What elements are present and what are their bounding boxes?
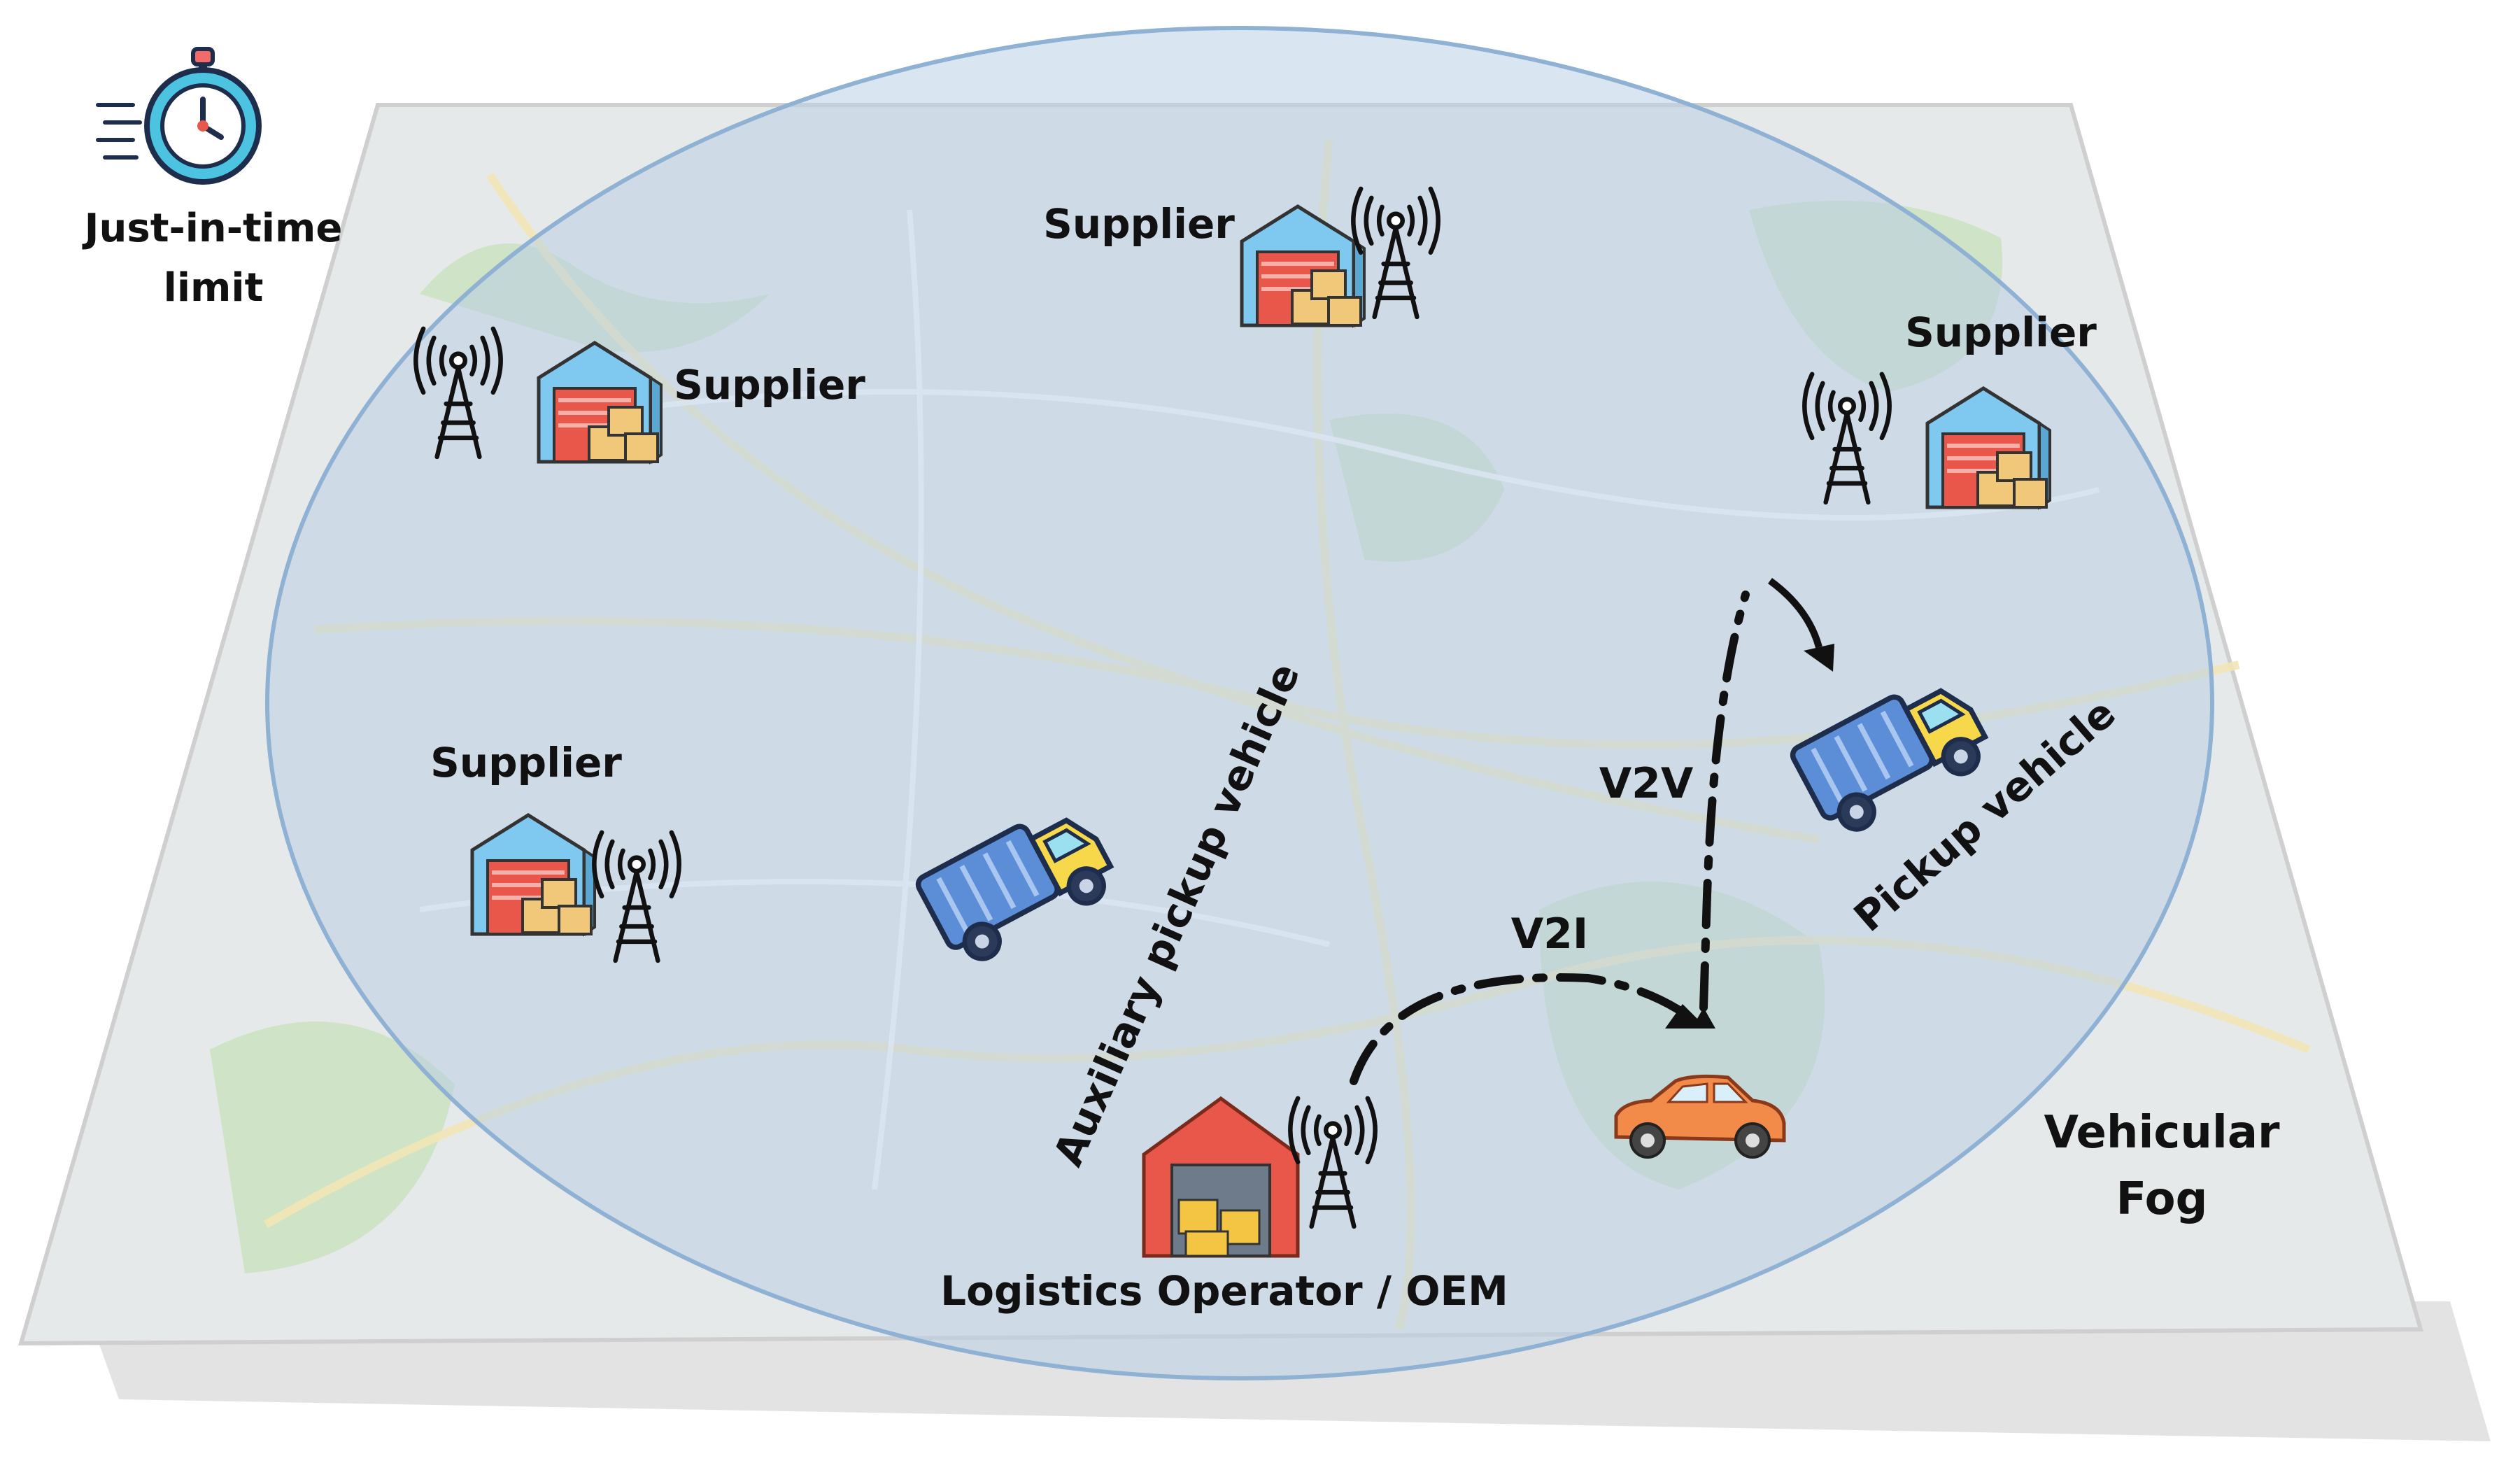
- car-icon: [1614, 1074, 1786, 1159]
- warehouse-icon: [1142, 1096, 1300, 1258]
- vehicular-fog-bubble: [265, 26, 2214, 1380]
- supplier-label: Supplier: [1043, 200, 1235, 248]
- fog-label-line2: Fog: [2116, 1173, 2208, 1225]
- supplier-label: Supplier: [1905, 309, 2097, 356]
- supplier-label: Supplier: [430, 739, 622, 786]
- timer-label-line2: limit: [164, 265, 264, 311]
- operator-label: Logistics Operator / OEM: [940, 1267, 1508, 1315]
- v2i-label: V2I: [1511, 910, 1589, 959]
- fog-label-line1: Vehicular: [2044, 1107, 2280, 1159]
- supplier-top-center: Supplier: [1043, 189, 1438, 325]
- v2v-label: V2V: [1599, 759, 1694, 808]
- supplier-upper-right: Supplier: [1804, 309, 2097, 507]
- stopwatch-icon: [96, 47, 262, 185]
- supplier-upper-left: Supplier: [416, 329, 865, 462]
- supplier-left: Supplier: [430, 739, 679, 961]
- supplier-label: Supplier: [674, 361, 865, 409]
- logistics-operator: Logistics Operator / OEM: [940, 1098, 1508, 1315]
- v2v-link: [1692, 577, 1834, 1029]
- timer-label-line1: Just-in-time: [82, 206, 343, 251]
